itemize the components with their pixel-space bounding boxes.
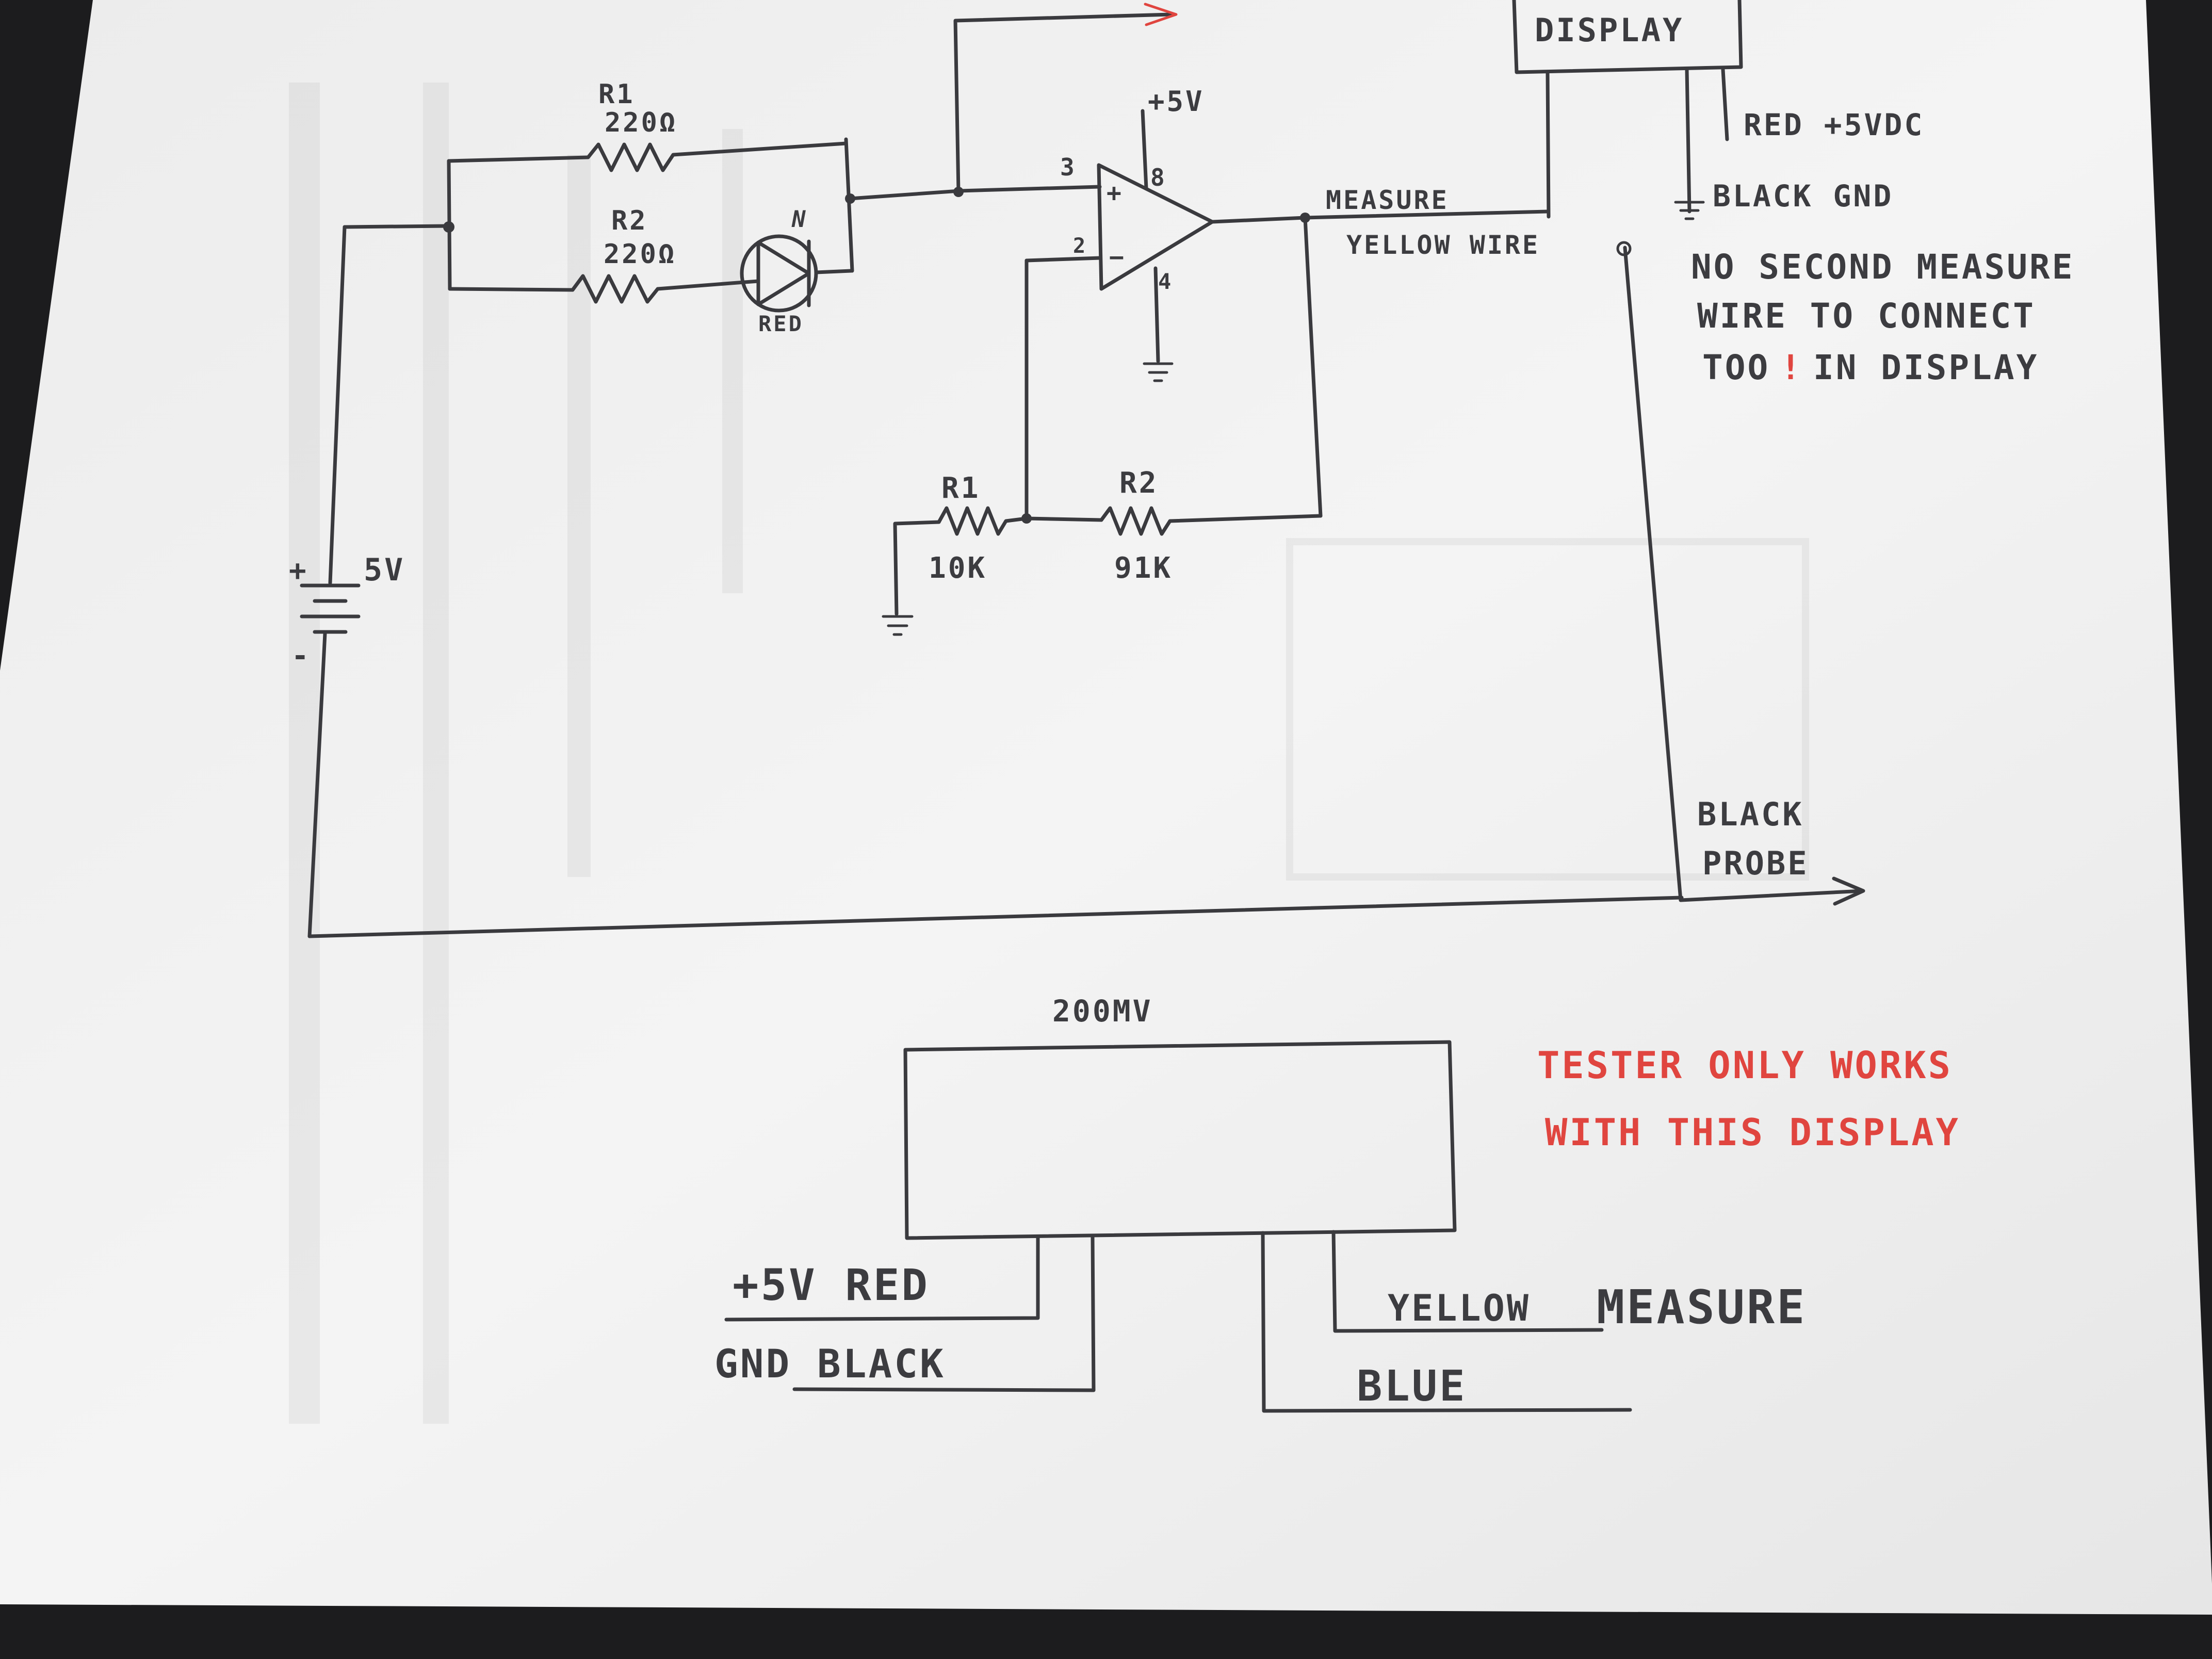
display-top-label: DISPLAY xyxy=(1535,11,1684,49)
r2-value-feedback: 91K xyxy=(1114,551,1173,585)
display-measure-wire-label: MEASURE xyxy=(1597,1280,1807,1335)
display-blue-wire-label: BLUE xyxy=(1357,1362,1467,1411)
opamp-pin3: 3 xyxy=(1060,153,1077,181)
note-top: NO SECOND MEASURE WIRE TO CONNECT TOO!IN… xyxy=(1691,247,2075,387)
r2-name-input: R2 xyxy=(611,205,648,236)
display-red-wire-label: +5V RED xyxy=(733,1260,930,1310)
display-top-black-wire-label: BLACK GND xyxy=(1713,178,1893,214)
r1-name-input: R1 xyxy=(598,79,635,110)
note-top-line3: TOO!IN DISPLAY xyxy=(1702,348,2039,387)
opamp-triangle xyxy=(1097,163,1214,291)
opamp-plus: + xyxy=(1107,178,1124,207)
led-number: N xyxy=(791,206,808,233)
note-bottom-line1: TESTER ONLY WORKS xyxy=(1537,1044,1953,1087)
input-network: N RED R1 220Ω R2 220Ω xyxy=(343,79,962,336)
r2-value-input: 220Ω xyxy=(604,239,676,270)
opamp-minus: − xyxy=(1109,243,1126,272)
display-module-top: DISPLAY RED +5VDC BLACK GND xyxy=(1512,0,1924,220)
opamp: +5V 3 2 8 4 + − xyxy=(957,85,1310,382)
battery-plus: + xyxy=(289,554,308,588)
display-gnd-wire-label: GND BLACK xyxy=(714,1341,946,1387)
display-top-red-wire-label: RED +5VDC xyxy=(1744,107,1924,142)
paper-sheet xyxy=(0,0,2212,1615)
yellow-wire-label: YELLOW WIRE xyxy=(1346,230,1540,260)
opamp-pin2: 2 xyxy=(1073,234,1087,258)
note-bottom: TESTER ONLY WORKS WITH THIS DISPLAY xyxy=(1537,1044,1960,1154)
measure-label: MEASURE xyxy=(1326,185,1449,215)
output-wire: MEASURE YELLOW WIRE xyxy=(1303,185,1550,260)
opamp-supply-label: +5V xyxy=(1148,85,1205,118)
r1-name-feedback: R1 xyxy=(941,471,980,505)
return-wire: BLACK PROBE xyxy=(307,241,1865,938)
r1-value-feedback: 10K xyxy=(929,551,987,585)
display-module-bottom: 200MV +5V RED GND BLACK YELLOW MEASURE B… xyxy=(714,994,1807,1413)
display-range-label: 200MV xyxy=(1052,994,1153,1029)
battery-voltage: 5V xyxy=(364,552,405,588)
opamp-pin4: 4 xyxy=(1158,269,1173,294)
note-top-line1: NO SECOND MEASURE xyxy=(1691,247,2075,287)
battery: + - 5V xyxy=(289,225,405,938)
note-bottom-line2: WITH THIS DISPLAY xyxy=(1545,1111,1960,1154)
show-through xyxy=(289,83,1809,1424)
display-yellow-wire-label: YELLOW xyxy=(1388,1287,1531,1329)
probe-label-line1: BLACK xyxy=(1697,795,1804,833)
r1-value-input: 220Ω xyxy=(605,107,677,138)
opamp-pin8: 8 xyxy=(1150,164,1167,191)
feedback-network: R1 10K R2 91K xyxy=(882,216,1323,636)
led-red: N RED xyxy=(736,206,853,336)
r2-name-feedback: R2 xyxy=(1119,466,1158,500)
probe-label-line2: PROBE xyxy=(1702,844,1809,882)
led-color-label: RED xyxy=(758,311,804,336)
battery-minus: - xyxy=(291,639,311,673)
note-top-line2: WIRE TO CONNECT xyxy=(1697,296,2036,336)
display-bottom-box xyxy=(903,1040,1457,1240)
